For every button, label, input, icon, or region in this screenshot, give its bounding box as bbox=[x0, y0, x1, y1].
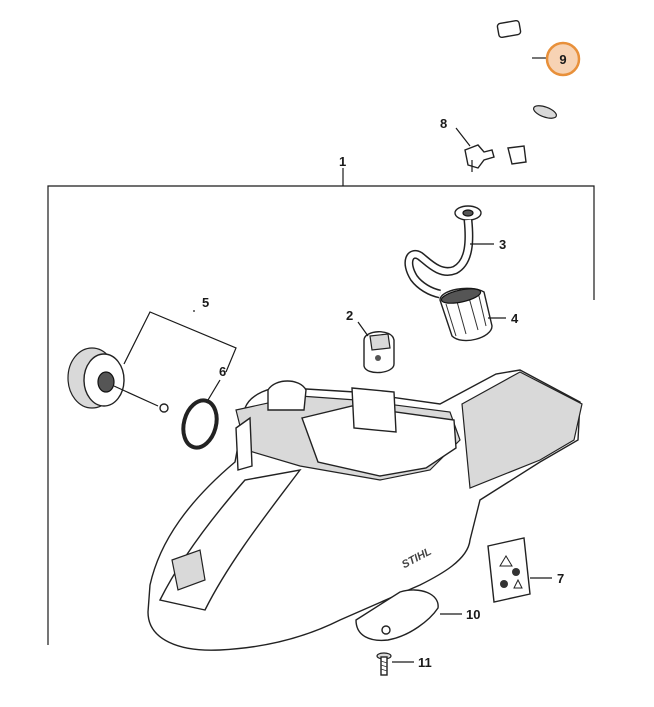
filler-cap-icon bbox=[67, 347, 169, 413]
callout-4: 4 bbox=[511, 311, 519, 326]
callout-8: 8 bbox=[440, 116, 447, 131]
o-ring-icon bbox=[181, 398, 219, 450]
elbow-connector-icon bbox=[464, 144, 495, 172]
warning-label-icon bbox=[487, 537, 531, 603]
assembly-bracket bbox=[47, 168, 595, 645]
callout-5: 5 bbox=[202, 295, 209, 310]
callout-2: 2 bbox=[346, 308, 353, 323]
callout-1: 1 bbox=[339, 154, 346, 169]
callout-7: 7 bbox=[557, 571, 564, 586]
highlighted-callout-badge: 9 bbox=[545, 41, 581, 77]
fuel-tank-housing-icon: STIHL bbox=[147, 369, 583, 651]
cover-plate-icon bbox=[355, 589, 439, 642]
tank-vent-valve-icon bbox=[363, 331, 395, 374]
fuel-hose-icon bbox=[496, 19, 563, 165]
callout-3: 3 bbox=[499, 237, 506, 252]
callout-9: 9 bbox=[559, 52, 566, 67]
callout-11: 11 bbox=[418, 655, 432, 670]
fuel-filter-icon bbox=[439, 287, 493, 342]
callout-6: 6 bbox=[219, 364, 226, 379]
pickup-body-icon bbox=[404, 205, 482, 299]
leader-lines bbox=[123, 57, 552, 663]
callout-10: 10 bbox=[466, 607, 480, 622]
screw-icon bbox=[376, 652, 392, 676]
